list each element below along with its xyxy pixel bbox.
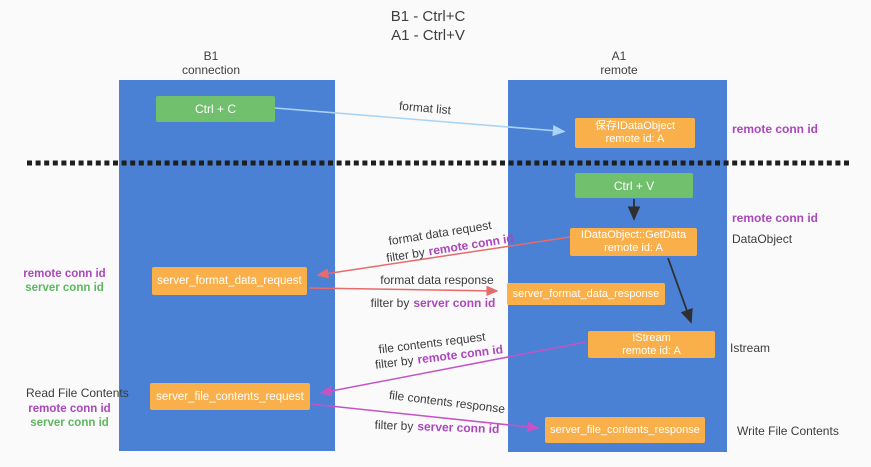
label-file-remote-conn-id: remote conn id [28,403,111,415]
lane-b1-role: connection [181,63,241,77]
label-read-file-contents: Read File Contents [26,386,129,400]
label-format-conn-ids: remote conn id server conn id [22,267,107,295]
node-getdata-line1: IDataObject::GetData [580,229,687,241]
node-ctrl-c: Ctrl + C [156,96,275,122]
lane-header-a1: A1 remote [519,49,719,77]
title-line-1: B1 - Ctrl+C [390,8,466,25]
node-save-idataobject-line1: 保存IDataObject [594,120,676,132]
lane-a1-role: remote [600,63,638,77]
filter-by-text: filter by [370,296,410,310]
label-file-server-conn-id: server conn id [30,417,109,429]
node-server-file-contents-response: server_file_contents_response [545,417,705,443]
label-istream: Istream [730,341,771,355]
node-server-format-data-request: server_format_data_request [152,267,307,295]
node-istream-line1: IStream [632,331,671,344]
node-istream: IStream remote id: A [588,331,715,358]
node-server-format-data-response: server_format_data_response [507,283,665,305]
node-server-file-contents-request: server_file_contents_request [150,383,310,410]
label-remote-conn-id-top: remote conn id [732,122,819,136]
lane-header-b1: B1 connection [111,49,311,77]
node-getdata-line2: remote id: A [604,242,663,254]
filter-server-conn-id: server conn id [413,296,496,310]
label-format-list: format list [398,98,452,118]
label-format-server-conn-id: server conn id [25,282,104,294]
node-idataobject-getdata: IDataObject::GetData remote id: A [570,228,697,256]
label-remote-conn-id-mid: remote conn id [732,211,819,225]
node-istream-line2: remote id: A [622,344,681,357]
node-save-idataobject-line2: remote id: A [605,133,665,145]
label-dataobject: DataObject [732,232,793,246]
arrow-format-data-response [308,285,499,297]
label-file-contents-response: file contents response [388,387,506,417]
label-file-conn-ids: remote conn id server conn id [27,402,112,430]
title-line-2: A1 - Ctrl+V [391,27,465,44]
filter-by-text: filter by [385,245,426,265]
lane-b1-name: B1 [203,49,219,63]
lane-a1-name: A1 [611,49,627,63]
label-write-file-contents: Write File Contents [737,424,839,438]
filter-server-conn-id: server conn id [417,419,500,437]
filter-by-text: filter by [374,417,414,434]
node-ctrl-v: Ctrl + V [575,173,693,198]
node-save-idataobject: 保存IDataObject remote id: A [575,118,695,148]
label-format-remote-conn-id: remote conn id [23,268,106,280]
label-format-data-response: format data response [380,273,494,287]
